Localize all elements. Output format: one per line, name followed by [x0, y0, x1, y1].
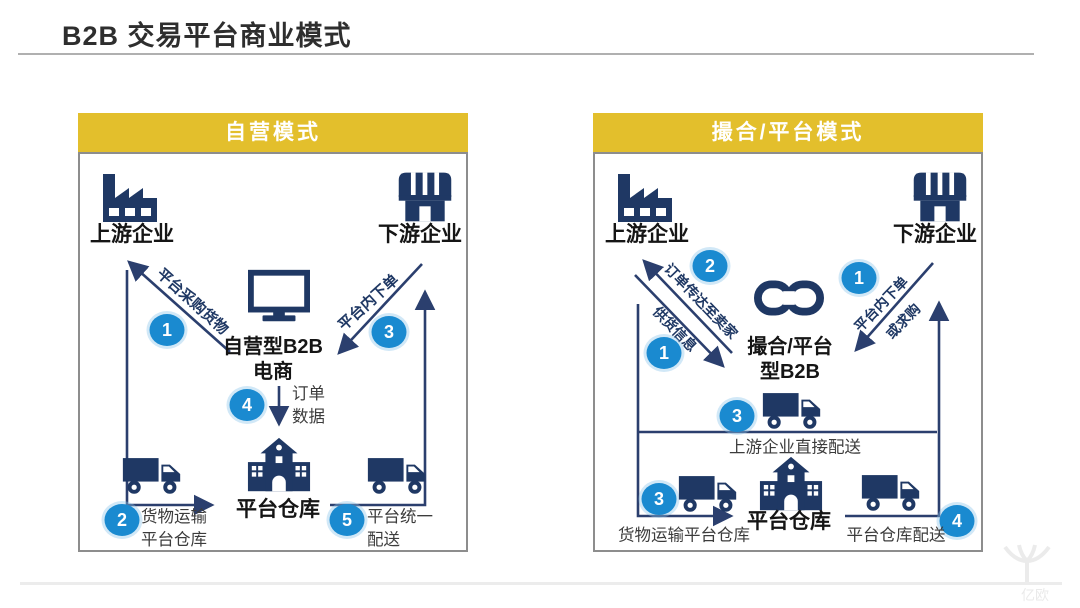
arrow-supply-info [634, 274, 725, 368]
transport-label: 货物运输 平台仓库 [141, 506, 207, 552]
store-icon [395, 168, 455, 224]
panel-matching-platform-model: 撮合/平台模式 上游企业 下游 [593, 113, 983, 552]
delivery-label: 平台统一 配送 [367, 506, 433, 552]
panel-body: 上游企业 下游企业 自营型B2B 电商 平台采购货物 1 平台内下单 3 4 订… [78, 152, 468, 552]
path-unified-delivery [330, 289, 436, 507]
step-circle-1: 1 [149, 314, 185, 346]
platform-label-line2: 电商 [252, 361, 293, 383]
direct-delivery-label: 上游企业直接配送 [729, 438, 861, 457]
truck-icon [761, 388, 823, 432]
step-circle-2: 2 [692, 250, 728, 282]
arrow-place-order [854, 262, 934, 352]
step-circle-3-direct: 3 [719, 400, 755, 432]
truck-icon [860, 470, 922, 514]
truck-icon [677, 471, 739, 515]
panel-body: 上游企业 下游企业 撮合/平台 型B2B 2 订单传达至卖家 供货信息 1 1 … [593, 152, 983, 552]
order-data-line2: 数据 [292, 408, 325, 426]
warehouse-delivery-label: 平台仓库配送 [846, 526, 946, 545]
path-warehouse-delivery [845, 300, 950, 518]
panel-header: 撮合/平台模式 [593, 113, 983, 152]
watermark-logo: 亿欧 [995, 543, 1065, 605]
step-circle-4: 4 [229, 389, 265, 421]
platform-label: 撮合/平台 型B2B [747, 335, 833, 385]
factory-icon [98, 168, 162, 224]
step-circle-1-left: 1 [646, 337, 682, 369]
store-icon [910, 168, 970, 224]
panel-header: 自营模式 [78, 113, 468, 152]
arrow-platform-purchase [127, 260, 231, 353]
panel-self-operated-model: 自营模式 上游企业 下游企业 [78, 113, 468, 552]
truck-icon [366, 453, 428, 497]
title-underline [18, 53, 1034, 55]
step-circle-3-warehouse: 3 [641, 483, 677, 515]
factory-icon [613, 168, 677, 224]
step-circle-3: 3 [371, 316, 407, 348]
warehouse-label: 平台仓库 [236, 498, 320, 521]
chain-link-icon [754, 279, 824, 317]
delivery-line1: 平台统一 [367, 508, 433, 526]
arrow-place-order [337, 263, 423, 355]
footer-divider [20, 582, 1062, 585]
step-circle-1-right: 1 [841, 262, 877, 294]
platform-label-line1: 撮合/平台 [747, 336, 833, 358]
step-circle-4: 4 [939, 505, 975, 537]
platform-label-line2: 型B2B [759, 361, 820, 383]
order-data-label: 订单 数据 [292, 383, 325, 429]
to-warehouse-label: 货物运输平台仓库 [618, 526, 750, 545]
downstream-label: 下游企业 [893, 223, 977, 246]
delivery-line2: 配送 [367, 531, 400, 549]
transport-line1: 货物运输 [141, 508, 207, 526]
page-title: B2B 交易平台商业模式 [62, 21, 352, 51]
platform-label: 自营型B2B 电商 [223, 335, 323, 385]
transport-line2: 平台仓库 [141, 531, 207, 549]
step-circle-5: 5 [329, 504, 365, 536]
warehouse-icon [246, 436, 312, 494]
step-circle-2: 2 [104, 504, 140, 536]
platform-label-line1: 自营型B2B [222, 336, 324, 358]
monitor-icon [248, 269, 310, 323]
warehouse-label: 平台仓库 [747, 510, 831, 533]
downstream-label: 下游企业 [378, 223, 462, 246]
order-data-line1: 订单 [292, 385, 325, 403]
upstream-label: 上游企业 [90, 223, 174, 246]
path-goods-to-warehouse [636, 304, 734, 527]
watermark-fan-icon [1003, 544, 1051, 583]
arrow-order-to-seller [642, 259, 733, 354]
watermark-text: 亿欧 [1021, 587, 1049, 603]
truck-icon [121, 453, 183, 497]
flow-connectors [634, 259, 950, 527]
upstream-label: 上游企业 [605, 223, 689, 246]
